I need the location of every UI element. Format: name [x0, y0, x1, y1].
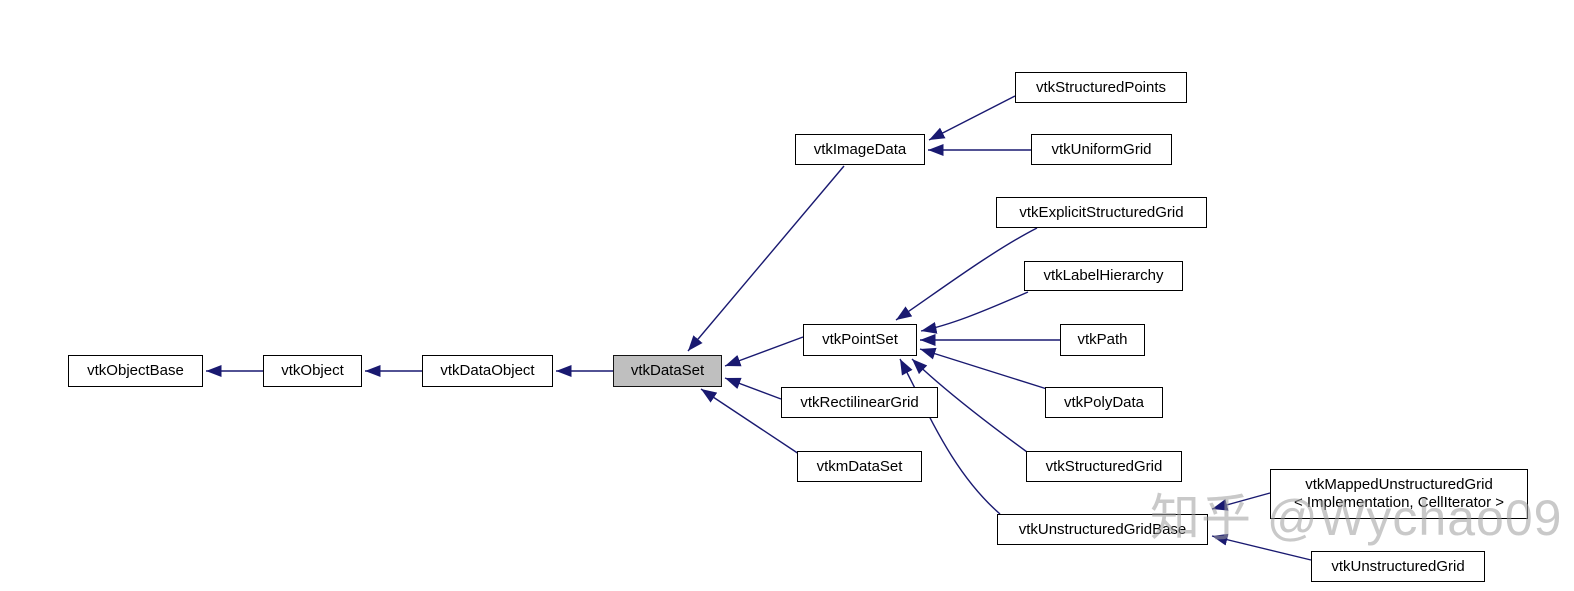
class-node-label: vtkStructuredGrid	[1045, 457, 1163, 475]
edge-vtkexplicitstructuredgrid-to-vtkpointset	[895, 227, 1038, 321]
edge-vtkmdataset-to-vtkdataset	[700, 388, 800, 455]
class-node-label: vtkDataObject	[440, 362, 535, 379]
edge-vtkrectilineargrid-to-vtkdataset	[724, 377, 782, 400]
class-node-label: vtkRectilinearGrid	[800, 393, 919, 411]
edge-vtkstructuredgrid-to-vtkpointset	[911, 358, 1028, 453]
class-node-label: vtkLabelHierarchy	[1043, 267, 1164, 284]
class-node-vtkdataset[interactable]: vtkDataSet	[613, 355, 722, 387]
class-node-label: vtkUnstructuredGridBase	[1018, 520, 1187, 538]
class-node-vtkunstructuredgridbase[interactable]: vtkUnstructuredGridBase	[997, 514, 1208, 545]
class-node-label: vtkmDataSet	[816, 457, 903, 475]
class-node-vtkuniformgrid[interactable]: vtkUniformGrid	[1031, 134, 1172, 165]
class-node-vtkimagedata[interactable]: vtkImageData	[795, 134, 925, 165]
class-node-label: vtkPath	[1077, 331, 1128, 348]
edge-vtklabelhierarchy-to-vtkpointset	[920, 291, 1029, 334]
class-node-label: vtkExplicitStructuredGrid	[1019, 203, 1184, 221]
class-node-vtkpath[interactable]: vtkPath	[1060, 324, 1145, 356]
class-node-vtkunstructuredgrid[interactable]: vtkUnstructuredGrid	[1311, 551, 1485, 582]
edge-vtkpointset-to-vtkdataset	[724, 336, 804, 367]
class-node-label: vtkPointSet	[822, 331, 898, 348]
class-node-template-args: < Implementation, CellIterator >	[1293, 494, 1505, 511]
edge-vtkimagedata-to-vtkdataset	[687, 165, 845, 352]
class-node-vtkdataobject[interactable]: vtkDataObject	[422, 355, 553, 387]
class-node-vtkobject[interactable]: vtkObject	[263, 355, 362, 387]
class-node-vtkstructuredgrid[interactable]: vtkStructuredGrid	[1026, 451, 1182, 482]
class-node-vtkexplicitstructuredgrid[interactable]: vtkExplicitStructuredGrid	[996, 197, 1207, 228]
edge-vtkunstructuredgridbase-to-vtkpointset	[899, 358, 1001, 515]
class-node-vtkobjectbase[interactable]: vtkObjectBase	[68, 355, 203, 387]
edge-vtkpolydata-to-vtkpointset	[919, 347, 1048, 390]
class-node-label: vtkObject	[281, 362, 344, 379]
class-node-label: vtkImageData	[813, 140, 907, 158]
class-node-label: vtkPolyData	[1063, 393, 1145, 411]
class-node-label: vtkStructuredPoints	[1035, 78, 1167, 96]
class-node-vtkpolydata[interactable]: vtkPolyData	[1045, 387, 1163, 418]
class-node-vtkpointset[interactable]: vtkPointSet	[803, 324, 917, 356]
class-node-vtkmdataset[interactable]: vtkmDataSet	[797, 451, 922, 482]
class-node-vtkstructuredpoints[interactable]: vtkStructuredPoints	[1015, 72, 1187, 103]
class-node-label: vtkUnstructuredGrid	[1331, 557, 1465, 575]
class-node-label: vtkDataSet	[630, 362, 705, 379]
class-node-label: vtkUniformGrid	[1051, 140, 1152, 158]
class-node-label: vtkMappedUnstructuredGrid	[1305, 476, 1493, 493]
class-node-vtkrectilineargrid[interactable]: vtkRectilinearGrid	[781, 387, 938, 418]
edge-vtkstructuredpoints-to-vtkimagedata	[928, 95, 1016, 141]
edge-vtkmappedunstructuredgrid-to-vtkunstructuredgridbase	[1211, 492, 1271, 511]
edge-vtkunstructuredgrid-to-vtkunstructuredgridbase	[1211, 533, 1312, 561]
class-node-vtklabelhierarchy[interactable]: vtkLabelHierarchy	[1024, 261, 1183, 291]
class-node-vtkmappedunstructuredgrid[interactable]: vtkMappedUnstructuredGrid < Implementati…	[1270, 469, 1528, 519]
class-node-label: vtkObjectBase	[87, 362, 184, 379]
